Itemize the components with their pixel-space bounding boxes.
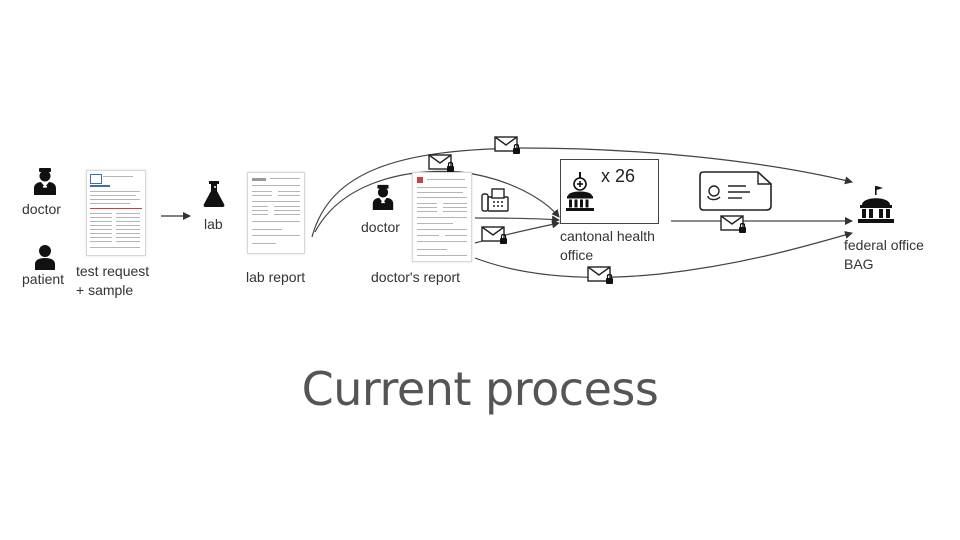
cantonal-office-label: office <box>560 247 594 263</box>
fax-icon <box>481 188 509 212</box>
lab-label: lab <box>204 216 223 232</box>
federal-bag-label: BAG <box>844 256 874 272</box>
locked-envelope-icon <box>428 154 454 172</box>
doctor-icon <box>372 184 394 210</box>
patient-icon <box>35 245 55 270</box>
lab-report-document <box>247 172 305 254</box>
test-request-document <box>86 170 146 256</box>
arrow-fax-to-cantonal <box>474 215 560 224</box>
government-building-icon <box>858 186 894 223</box>
flask-icon <box>203 181 225 207</box>
federal-office-label: federal office <box>844 237 924 253</box>
cantonal-office-box: x 26 <box>560 159 659 224</box>
doctor-label-1: doctor <box>22 201 61 217</box>
arrow-report-to-federal <box>474 231 853 278</box>
doctor-label-2: doctor <box>361 219 400 235</box>
arrow-lab-to-federal <box>311 147 853 238</box>
cantonal-label: cantonal health <box>560 228 655 244</box>
doctors-report-document <box>412 172 472 262</box>
test-request-label: test request <box>76 263 150 279</box>
lab-report-label: lab report <box>246 269 306 285</box>
note-icon <box>699 171 772 211</box>
locked-envelope-icon <box>481 226 507 244</box>
cantonal-count: x 26 <box>601 166 636 186</box>
slide-title: Current process <box>301 362 659 416</box>
locked-envelope-icon <box>494 136 520 154</box>
locked-envelope-icon <box>587 266 613 284</box>
doctors-report-label: doctor's report <box>371 269 461 285</box>
locked-envelope-icon <box>720 215 746 233</box>
government-building-icon <box>566 172 594 211</box>
test-request-sample-label: + sample <box>76 282 134 298</box>
patient-label: patient <box>22 271 65 287</box>
doctor-icon <box>34 168 56 195</box>
